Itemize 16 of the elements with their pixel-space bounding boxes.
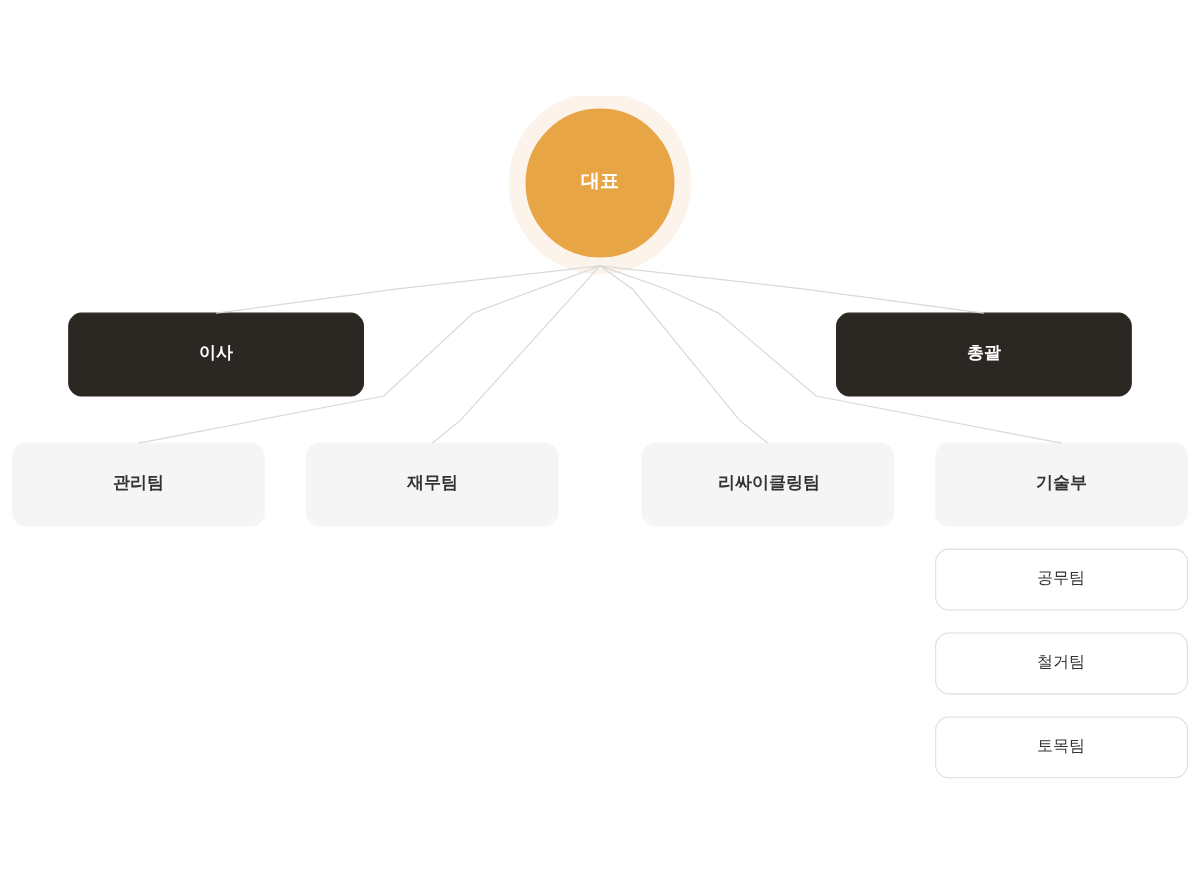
node-box: 이사 (68, 312, 364, 396)
node-box: 철거팀 (935, 632, 1188, 694)
node-box: 재무팀 (305, 442, 559, 527)
node-box: 총괄 (836, 312, 1132, 396)
node-circle: 대표 (508, 95, 692, 274)
node-box: 공무팀 (935, 548, 1188, 610)
node-box: 기술부 (935, 442, 1188, 527)
connector (215, 264, 601, 314)
connector (599, 264, 769, 444)
connector (599, 264, 985, 314)
connector (599, 264, 1063, 444)
node-box: 토목팀 (935, 715, 1188, 778)
node-box: 관리팀 (12, 442, 265, 527)
node-box: 리싸이클링팀 (641, 442, 895, 527)
connector (431, 264, 601, 444)
connector (137, 264, 601, 444)
